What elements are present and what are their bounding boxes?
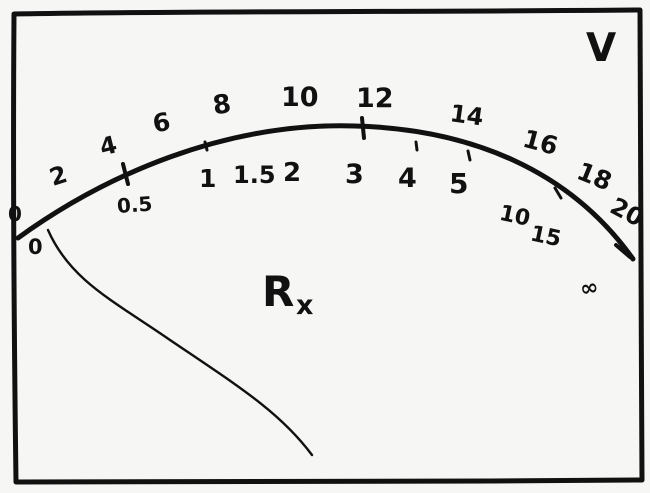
resistance-label-1: 1 bbox=[199, 164, 216, 193]
voltage-label-0: 0 bbox=[8, 202, 22, 226]
resistance-label-1.5: 1.5 bbox=[233, 161, 276, 189]
resistance-label-5: 5 bbox=[449, 167, 468, 200]
meter-frame bbox=[11, 7, 645, 485]
voltage-label-12: 12 bbox=[356, 83, 394, 114]
quantity-label-main: R bbox=[262, 267, 294, 316]
unit-label: V bbox=[586, 26, 616, 71]
meter-needle bbox=[46, 228, 314, 457]
resistance-label-10: 10 bbox=[497, 201, 532, 232]
tick-mark-14 bbox=[466, 149, 472, 162]
tick-mark-20 bbox=[614, 243, 632, 259]
voltage-label-16: 16 bbox=[520, 124, 561, 161]
resistance-label-15: 15 bbox=[528, 222, 563, 253]
resistance-label-3: 3 bbox=[345, 159, 364, 190]
voltage-label-6: 6 bbox=[150, 107, 172, 139]
voltage-label-8: 8 bbox=[211, 89, 233, 121]
tick-mark-1 bbox=[203, 140, 209, 152]
resistance-label-infinity: ∞ bbox=[578, 275, 600, 303]
tick-mark-4 bbox=[121, 162, 130, 186]
tick-mark-4r bbox=[414, 140, 419, 152]
quantity-label-sub: x bbox=[296, 290, 313, 321]
resistance-label-0.5: 0.5 bbox=[116, 192, 153, 218]
voltage-label-10: 10 bbox=[281, 82, 319, 113]
scale-arc bbox=[15, 123, 636, 262]
tick-mark-17 bbox=[553, 186, 563, 200]
resistance-label-4: 4 bbox=[398, 163, 417, 194]
voltage-label-2: 2 bbox=[46, 160, 71, 192]
voltage-label-14: 14 bbox=[448, 99, 485, 131]
resistance-label-0: 0 bbox=[28, 235, 43, 259]
voltage-label-18: 18 bbox=[573, 156, 616, 196]
resistance-label-2: 2 bbox=[283, 158, 301, 188]
voltage-label-4: 4 bbox=[97, 130, 120, 161]
tick-mark-12 bbox=[360, 116, 366, 140]
